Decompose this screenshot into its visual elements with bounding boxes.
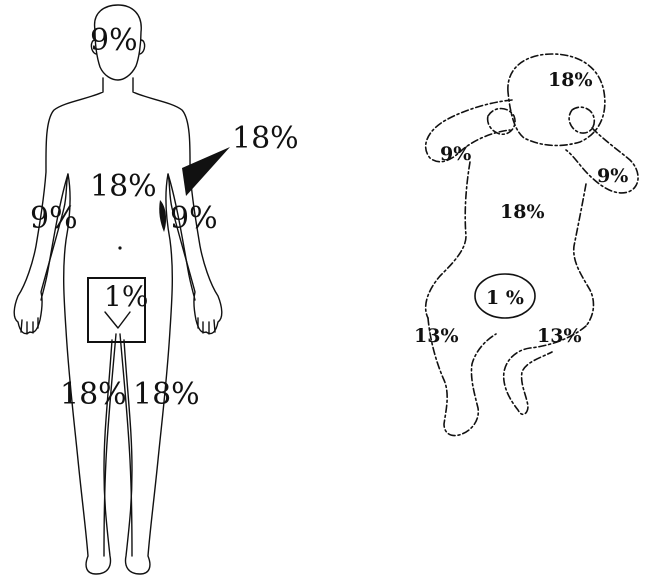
adult-body-right-outline [124,78,222,574]
adult-groin-v [105,312,130,328]
adult-side-shading [159,200,166,232]
infant-left-leg-label: 13% [414,325,459,347]
adult-right-arm-label: 9% [170,201,218,236]
adult-trunk-front-label: 18% [90,169,157,204]
infant-right-arm-label: 9% [597,165,628,187]
adult-trunk-back-label: 18% [232,121,299,156]
adult-head-label: 9% [90,23,138,58]
infant-trunk-label: 18% [500,201,545,223]
infant-right-leg-label: 13% [537,325,582,347]
adult-right-leg-label: 18% [133,377,200,412]
adult-body-left-outline [14,78,112,574]
infant-right-hand-outline [569,107,594,133]
infant-left-arm-label: 9% [440,143,471,165]
adult-back-pointer-wedge [182,147,230,196]
infant-head-outline [508,54,605,145]
infant-left-hand-outline [488,109,515,135]
adult-left-leg-label: 18% [60,377,127,412]
adult-navel [118,246,121,249]
infant-head-label: 18% [548,69,593,91]
adult-perineum-label: 1% [104,280,148,313]
infant-perineum-label: 1 % [486,287,524,309]
infant-figure: 18% 9% 9% 18% 1 % 13% 13% [414,54,638,436]
adult-figure: 9% 18% 18% 9% 9% 1% 18% 18% [14,5,298,574]
adult-left-arm-label: 9% [30,201,78,236]
